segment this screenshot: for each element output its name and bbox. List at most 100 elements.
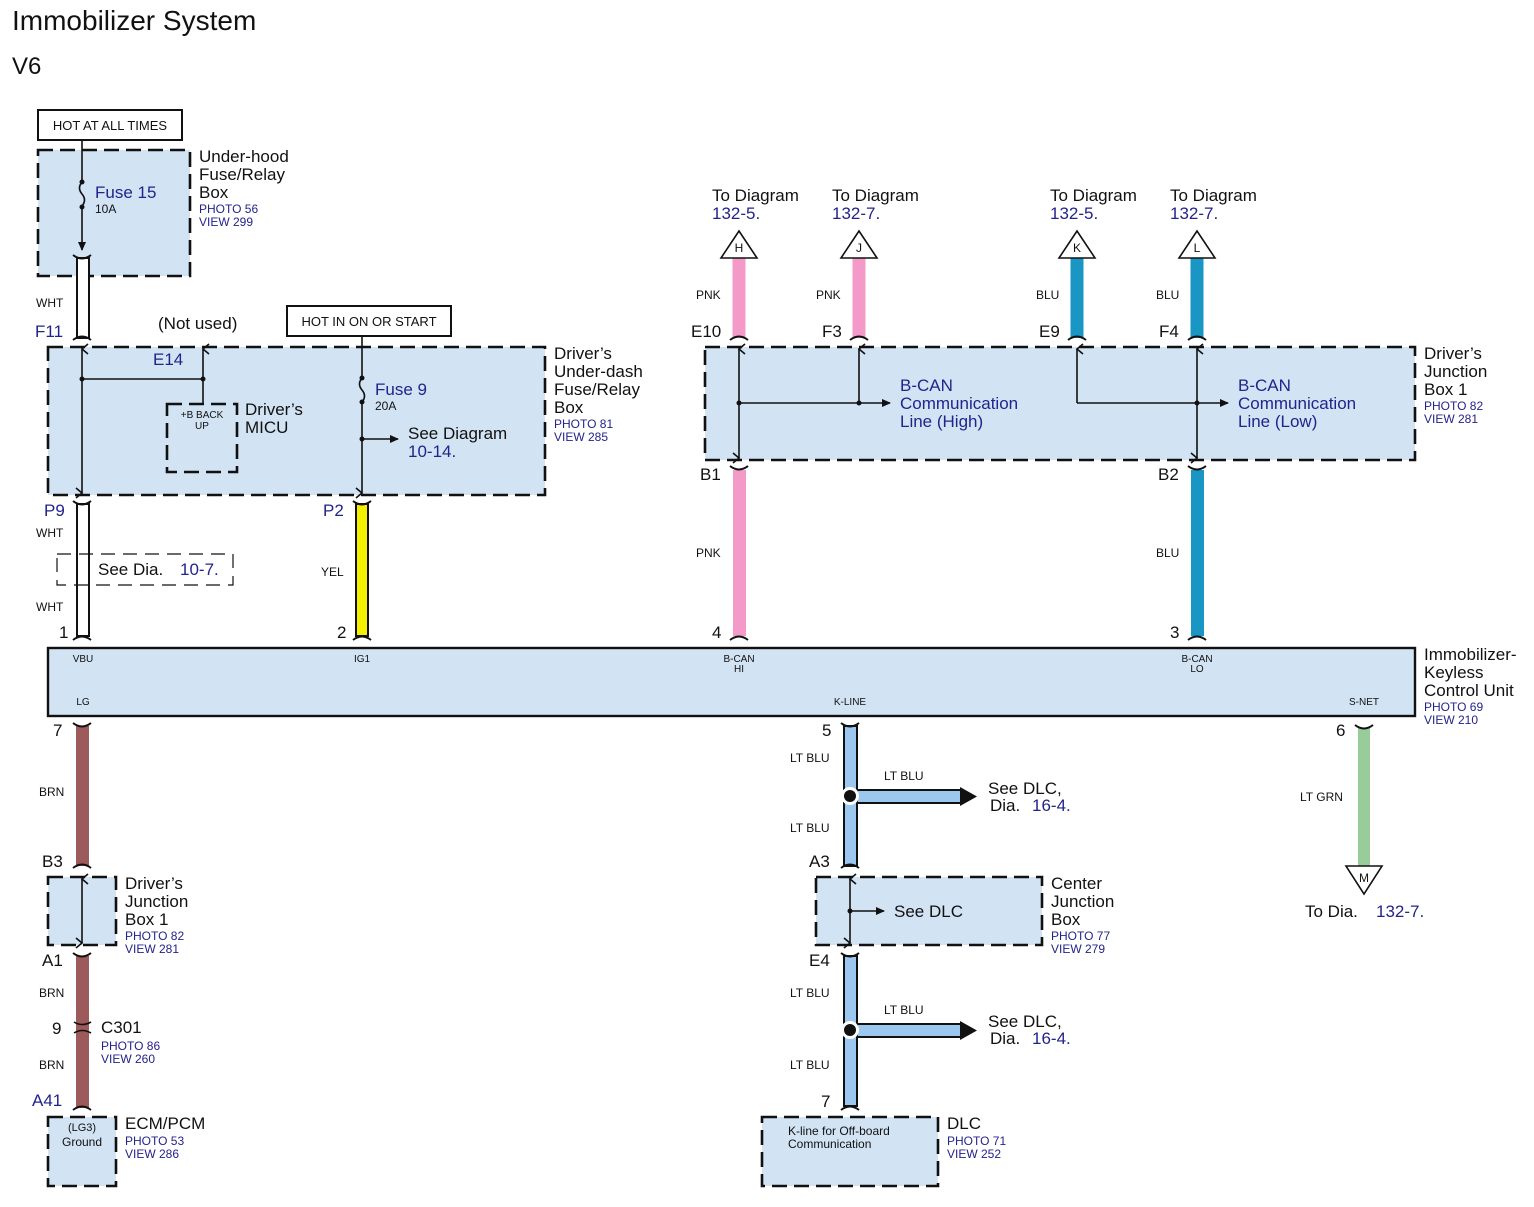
- photo-ref[interactable]: PHOTO 53: [125, 1134, 184, 1148]
- wire-color-label: BLU: [1156, 288, 1179, 302]
- micu-inner-label: +B BACK: [181, 410, 224, 421]
- wire-color-label: BRN: [39, 986, 64, 1000]
- dlc-inner-label: Communication: [788, 1137, 871, 1151]
- photo-ref[interactable]: PHOTO 82: [125, 929, 184, 943]
- connector-terminal-icon: [1067, 335, 1087, 341]
- wire-color-label: YEL: [321, 565, 344, 579]
- component-name: Driver’s: [554, 344, 612, 363]
- dlc-pin-7: 7: [821, 1092, 830, 1111]
- view-ref[interactable]: VIEW 252: [947, 1147, 1001, 1161]
- connector-f3: F3: [822, 322, 842, 341]
- connector-terminal-icon: [1187, 465, 1207, 471]
- view-ref[interactable]: VIEW 286: [125, 1147, 179, 1161]
- offpage-triangle-icon: [719, 229, 759, 259]
- immobilizer-keyless-control-unit: 1 VBU 2 IG1 4 B-CAN HI 3 B-CAN LO LG K-L…: [46, 623, 1517, 727]
- hot-in-on-or-start-box: [286, 305, 452, 337]
- view-ref[interactable]: VIEW 281: [1424, 412, 1478, 426]
- pin-label-ig1: IG1: [354, 654, 371, 665]
- component-name: Driver’s: [1424, 344, 1482, 363]
- view-ref[interactable]: VIEW 281: [125, 942, 179, 956]
- bcan-low-label: Communication: [1238, 394, 1356, 413]
- pin-number: 7: [53, 721, 62, 740]
- photo-ref[interactable]: PHOTO 77: [1051, 929, 1110, 943]
- micu-name: MICU: [245, 418, 288, 437]
- wire-segment: [1070, 258, 1084, 338]
- connector-a3: A3: [809, 852, 830, 871]
- connector-terminal-icon: [72, 952, 92, 958]
- photo-ref[interactable]: PHOTO 86: [101, 1039, 160, 1053]
- bcan-low-label: Line (Low): [1238, 412, 1317, 431]
- connector-terminal-icon: [729, 335, 749, 341]
- see-dlc-label: See DLC,: [988, 779, 1062, 798]
- offpage-ref-link[interactable]: 132-7.: [832, 204, 880, 223]
- offpage-ref-link[interactable]: 132-5.: [712, 204, 760, 223]
- driver-junction-box-1-top: B-CAN Communication Line (High) B-CAN Co…: [691, 322, 1487, 464]
- offpage-letter: K: [1073, 241, 1081, 255]
- page-subtitle: V6: [12, 53, 41, 80]
- wire-color-label: LT GRN: [1300, 790, 1343, 804]
- pin-label-vbu: VBU: [73, 654, 94, 665]
- c301-label: C301: [101, 1018, 142, 1037]
- photo-ref[interactable]: PHOTO 71: [947, 1134, 1006, 1148]
- wire-segment: [1190, 258, 1204, 338]
- connector-terminal-icon: [72, 863, 92, 869]
- connector-terminal-icon: [729, 635, 749, 641]
- ecm-inner-label: Ground: [62, 1135, 102, 1149]
- micu-inner-label: UP: [195, 421, 209, 432]
- view-ref[interactable]: VIEW 299: [199, 215, 253, 229]
- pin-number: 5: [822, 721, 831, 740]
- connector-terminal-icon: [72, 500, 92, 506]
- c301-pin: 9: [52, 1019, 61, 1038]
- connector-e10: E10: [691, 322, 721, 341]
- component-name: Driver’s: [125, 874, 183, 893]
- connector-f4: F4: [1159, 322, 1179, 341]
- pin-label-bcan-hi-2: HI: [734, 664, 744, 675]
- offpage-letter: M: [1359, 871, 1369, 885]
- connector-f11: F11: [35, 322, 63, 341]
- offpage-connector-m-icon[interactable]: [1344, 865, 1384, 896]
- wire-color-label: WHT: [36, 526, 64, 540]
- offpage-ref-link[interactable]: 132-5.: [1050, 204, 1098, 223]
- offpage-ref-link[interactable]: 132-7.: [1170, 204, 1218, 223]
- ecm-inner-label: (LG3): [68, 1122, 96, 1134]
- component-name: Box 1: [1424, 380, 1467, 399]
- offpage-ref-link[interactable]: 132-7.: [1376, 902, 1424, 921]
- wire-wht-p9: P9 WHT WHT See Dia. 10-7.: [36, 501, 234, 637]
- not-used-label: (Not used): [158, 314, 237, 333]
- view-ref[interactable]: VIEW 260: [101, 1052, 155, 1066]
- photo-ref[interactable]: PHOTO 69: [1424, 700, 1483, 714]
- component-name: Under-dash: [554, 362, 643, 381]
- bcan-high-label: B-CAN: [900, 376, 953, 395]
- view-ref[interactable]: VIEW 279: [1051, 942, 1105, 956]
- see-dlc-label: Dia.: [990, 1029, 1020, 1048]
- bcan-high-label: Line (High): [900, 412, 983, 431]
- connector-terminal-icon: [729, 465, 749, 471]
- see-dlc-16-4-link[interactable]: 16-4.: [1032, 1029, 1071, 1048]
- wire-brn-lg: 7 BRN B3 Driver’s Junction Box 1 PHOTO 8…: [32, 721, 205, 1188]
- connector-p2: P2: [323, 501, 344, 520]
- see-dlc-16-4-link[interactable]: 16-4.: [1032, 796, 1071, 815]
- pin-number: 3: [1170, 623, 1179, 642]
- photo-ref[interactable]: PHOTO 81: [554, 417, 613, 431]
- wire-color-label: BRN: [39, 785, 64, 799]
- wire-color-label: PNK: [696, 546, 721, 560]
- component-name: Box: [199, 183, 229, 202]
- photo-ref[interactable]: PHOTO 56: [199, 202, 258, 216]
- wire-color-label: WHT: [36, 600, 64, 614]
- fuse-9-icon: [358, 377, 366, 403]
- see-diagram-10-14-link[interactable]: 10-14.: [408, 442, 456, 461]
- connector-terminal-icon: [72, 1105, 92, 1111]
- dlc-inner-label: K-line for Off-board: [788, 1124, 890, 1138]
- wire-color-label: LT BLU: [790, 751, 830, 765]
- view-ref[interactable]: VIEW 210: [1424, 713, 1478, 727]
- connector-b3: B3: [42, 852, 63, 871]
- view-ref[interactable]: VIEW 285: [554, 430, 608, 444]
- offpage-triangle-icon: [1177, 229, 1217, 259]
- see-dia-10-7-link[interactable]: 10-7.: [180, 560, 219, 579]
- photo-ref[interactable]: PHOTO 82: [1424, 399, 1483, 413]
